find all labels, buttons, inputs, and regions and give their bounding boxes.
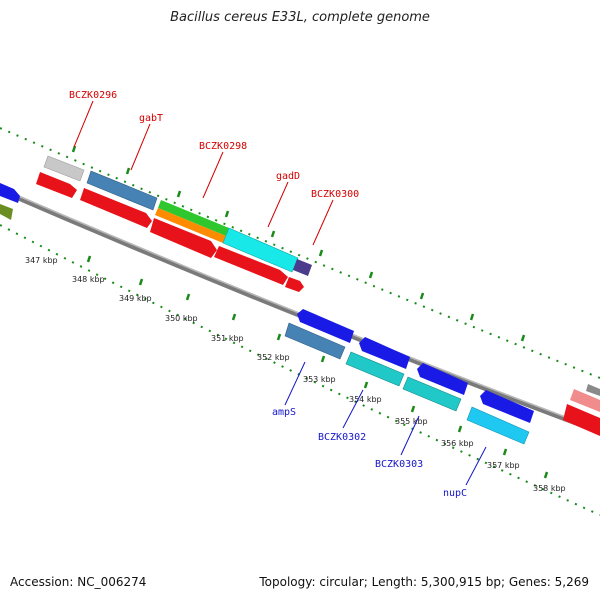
gene-label[interactable]: BCZK0300	[311, 189, 359, 200]
tick-label: 347 kbp	[25, 256, 58, 265]
gene-feature[interactable]	[0, 183, 20, 203]
outer-dotted-ring	[0, 127, 600, 379]
gene-feature[interactable]	[297, 309, 354, 343]
cds-feature[interactable]	[214, 246, 288, 285]
gene-label[interactable]: gadD	[276, 171, 300, 182]
gene-label[interactable]: BCZK0298	[199, 141, 247, 152]
outer-major-ticks	[71, 145, 526, 342]
tick-label: 354 kbp	[349, 395, 382, 404]
cds-feature[interactable]	[150, 218, 217, 258]
gene-feature-bczk0303[interactable]	[402, 376, 462, 412]
tick-label: 353 kbp	[303, 375, 336, 384]
gene-feature-bczk0302[interactable]	[345, 351, 405, 387]
gene-label[interactable]: BCZK0303	[375, 459, 423, 470]
map-title: Bacillus cereus E33L, complete genome	[170, 10, 430, 25]
genome-backbone-highlight	[0, 187, 600, 431]
cds-feature[interactable]	[36, 172, 77, 198]
gene-feature[interactable]	[155, 208, 226, 243]
gene-feature-gabt[interactable]	[86, 170, 158, 211]
gene-feature-nupc[interactable]	[466, 406, 530, 445]
gene-feature[interactable]	[586, 384, 600, 396]
accession-text: Accession: NC_006274	[10, 575, 147, 589]
gene-feature-bczk0300[interactable]	[293, 259, 312, 276]
gene-label[interactable]: nupC	[443, 488, 467, 499]
gene-feature[interactable]	[570, 389, 600, 412]
forward-features	[0, 155, 600, 436]
tick-label: 355 kbp	[395, 417, 428, 426]
tick-label: 358 kbp	[533, 484, 566, 493]
gene-feature[interactable]	[480, 390, 534, 423]
gene-feature-amps[interactable]	[284, 322, 346, 360]
cds-feature[interactable]	[80, 188, 152, 228]
gene-feature[interactable]	[359, 337, 410, 369]
inner-major-ticks	[86, 255, 549, 479]
reverse-features	[284, 309, 534, 445]
tick-label: 348 kbp	[72, 275, 105, 284]
tick-label: 349 kbp	[119, 294, 152, 303]
tick-label: 356 kbp	[441, 439, 474, 448]
cds-feature[interactable]	[285, 277, 304, 292]
gene-label[interactable]: BCZK0296	[69, 90, 117, 101]
gene-feature-gadd[interactable]	[222, 227, 299, 273]
forward-label-leaders	[73, 100, 334, 246]
tick-label: 357 kbp	[487, 461, 520, 470]
cds-feature[interactable]	[563, 404, 600, 436]
forward-gene-labels: BCZK0296 gabT BCZK0298 gadD BCZK0300	[69, 90, 359, 200]
gene-feature[interactable]	[0, 204, 13, 220]
reverse-label-leaders	[284, 361, 487, 486]
genome-summary-text: Topology: circular; Length: 5,300,915 bp…	[259, 575, 589, 589]
gene-feature-bczk0296[interactable]	[43, 155, 85, 182]
reverse-gene-labels: ampS BCZK0302 BCZK0303 nupC	[272, 407, 467, 499]
tick-label: 351 kbp	[211, 334, 244, 343]
gene-label[interactable]: ampS	[272, 407, 296, 418]
gene-label[interactable]: BCZK0302	[318, 432, 366, 443]
tick-label: 352 kbp	[257, 353, 290, 362]
tick-label: 350 kbp	[165, 314, 198, 323]
gene-feature[interactable]	[417, 363, 468, 395]
tick-labels: 347 kbp 348 kbp 349 kbp 350 kbp 351 kbp …	[25, 256, 566, 493]
gene-label[interactable]: gabT	[139, 113, 163, 124]
gene-feature-bczk0298[interactable]	[158, 200, 229, 236]
